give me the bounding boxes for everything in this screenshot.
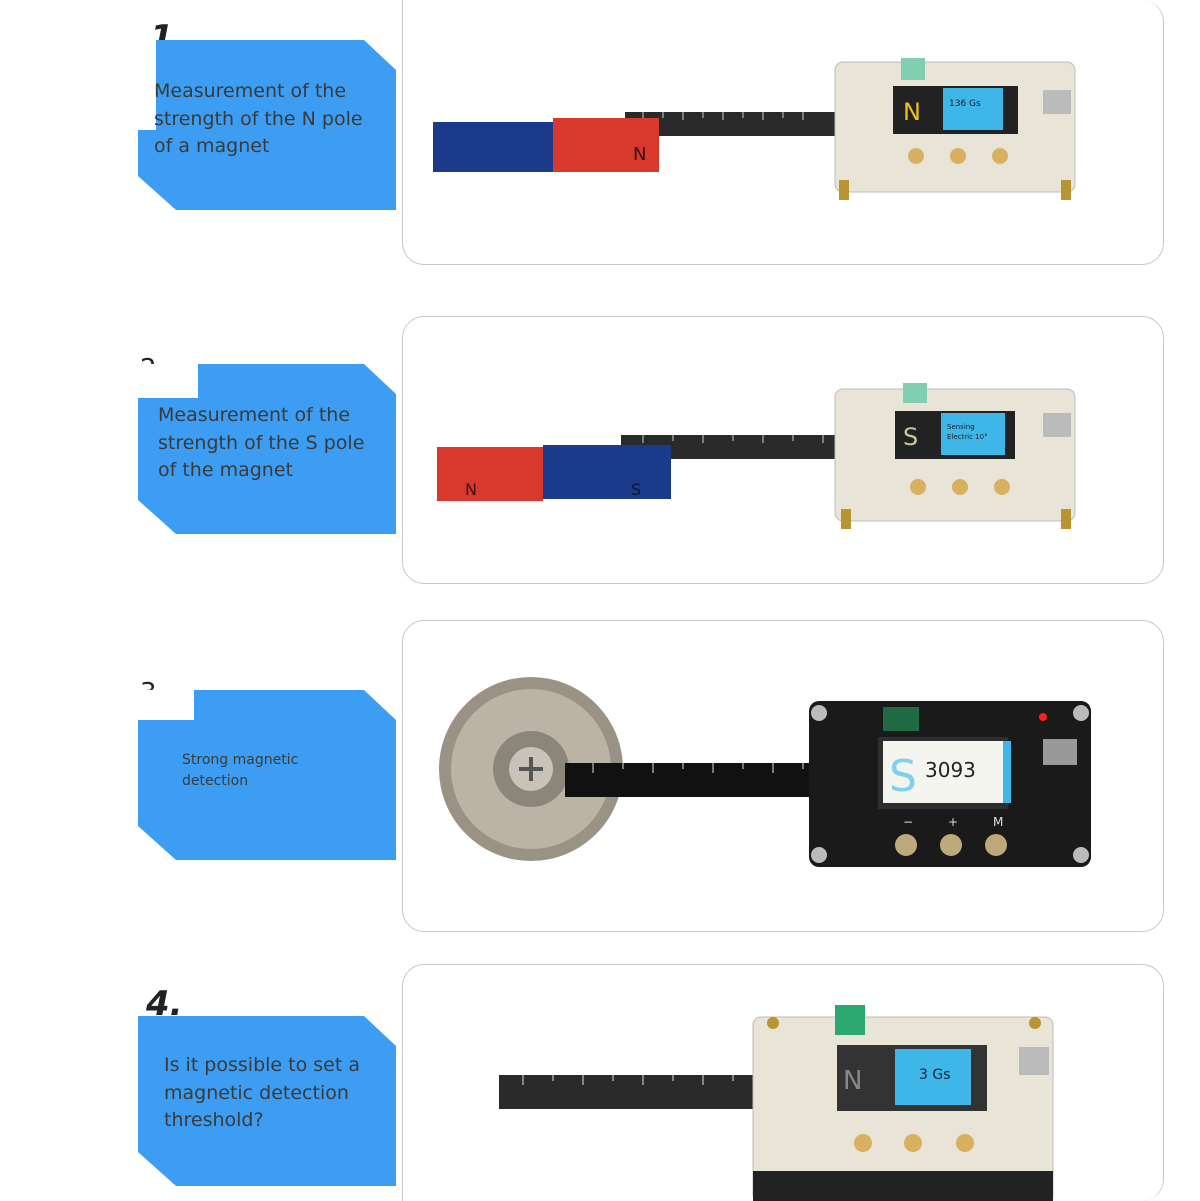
label-shape xyxy=(136,40,396,210)
display-reading: 3093 xyxy=(925,758,976,782)
magnet-sensor-illustration: N N 136 Gs xyxy=(433,58,1076,200)
ruler xyxy=(625,112,835,136)
magnet-sensor-illustration: S 3093 − + M xyxy=(439,677,1091,867)
magnet-red-half xyxy=(553,118,659,172)
step-photo-panel: N S S Sensing Electric 10° xyxy=(402,316,1164,584)
magnet-n-mark: N xyxy=(465,480,477,499)
display-reading: 136 Gs xyxy=(949,99,981,109)
label-shape xyxy=(136,364,396,534)
display-pole-letter: N xyxy=(903,98,921,126)
step-photo-panel: S 3093 − + M xyxy=(402,620,1164,932)
magnet-blue-half xyxy=(543,445,671,499)
magnet-blue-half xyxy=(433,122,553,172)
ruler xyxy=(499,1075,769,1109)
magnet-s-mark: S xyxy=(631,480,641,499)
label-shape xyxy=(136,690,396,860)
magnet-sensor-illustration: N 3 Gs xyxy=(499,1005,1054,1201)
display-screen xyxy=(943,88,1003,130)
ruler xyxy=(565,763,811,797)
magnet-n-mark: N xyxy=(633,144,646,165)
magnet-red-half xyxy=(437,447,543,501)
step-photo-panel: N 3 Gs xyxy=(402,964,1164,1201)
display-reading: 3 Gs xyxy=(919,1067,951,1083)
display-pole-letter: S xyxy=(903,423,918,451)
button-plus-label: + xyxy=(948,815,958,829)
display-reading-line2: Electric 10° xyxy=(947,433,988,441)
display-screen xyxy=(895,1049,971,1105)
step-photo-panel: N N 136 Gs xyxy=(402,0,1164,265)
display-pole-letter: S xyxy=(889,751,917,802)
display-pole-letter: N xyxy=(843,1066,862,1096)
button-m-label: M xyxy=(993,815,1003,829)
display-screen xyxy=(883,741,1003,803)
button-minus-label: − xyxy=(903,815,913,829)
display-reading-line1: Sensing xyxy=(947,423,975,431)
display-screen xyxy=(941,413,1005,455)
magnet-sensor-illustration: N S S Sensing Electric 10° xyxy=(437,383,1076,529)
label-shape xyxy=(138,1016,396,1186)
